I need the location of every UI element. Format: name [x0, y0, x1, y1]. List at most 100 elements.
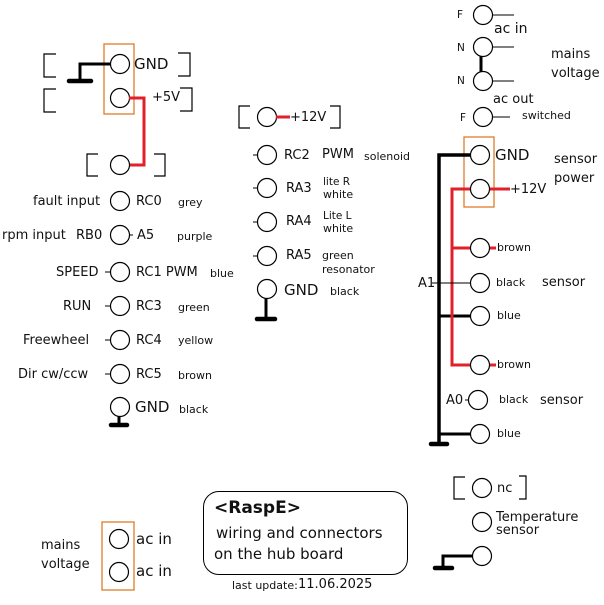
label-brown-s0: brown	[497, 358, 531, 371]
pin-label-rc1-pwm: RC1 PWM	[136, 265, 198, 280]
label-sensor-s1: sensor	[542, 275, 586, 290]
pin-label-rc2: RC2	[284, 148, 310, 163]
pin-ra4	[256, 211, 278, 233]
label-a0: A0	[446, 393, 464, 408]
pin-brown-s0	[469, 354, 491, 376]
pin-gnd-motor	[109, 396, 131, 418]
pin-rc2	[256, 144, 278, 166]
connector-box-top-left	[103, 43, 135, 115]
subtitle-line-1: wiring and connectors	[216, 524, 383, 542]
bracket	[238, 105, 250, 129]
label-switched: switched	[522, 109, 571, 122]
pin-letter-n: N	[457, 42, 465, 54]
signal-freewheel: Freewheel	[23, 333, 90, 348]
label-sensor-power-1: sensor	[554, 152, 598, 167]
pin-rc5	[109, 363, 131, 385]
label-lite-l: Lite L	[323, 210, 352, 222]
temp-gnd-wire	[441, 554, 473, 567]
label-black-s0: black	[499, 393, 529, 406]
bracket	[43, 88, 56, 113]
label-5v: +5V	[152, 90, 181, 105]
pin-label-rc0: RC0	[136, 194, 162, 209]
label-solenoid: solenoid	[364, 150, 411, 163]
pin-label-a5: A5	[137, 228, 155, 243]
title-panel: <RaspE> wiring and connectors on the hub…	[203, 491, 408, 575]
pin-ra5	[256, 245, 278, 267]
pin-n-ac-out	[472, 70, 494, 92]
label-ac-out: ac out	[493, 92, 534, 107]
pin-rc1	[109, 261, 131, 283]
label-brown-s1: brown	[497, 241, 531, 254]
signal-fault-input: fault input	[33, 194, 101, 209]
5v-wire	[129, 96, 146, 167]
label-sensor-power-2: power	[554, 171, 595, 186]
label-white-l: white	[323, 222, 354, 235]
pin-rc3	[109, 295, 131, 317]
bracket	[453, 476, 465, 500]
pin-letter-n: N	[457, 75, 465, 87]
connector-box-bottom-mains	[101, 521, 135, 591]
pin-label-rc5: RC5	[136, 367, 162, 382]
pin-label-gnd-motor: GND	[135, 398, 170, 416]
pin-blue-s1	[469, 305, 491, 327]
label-blue-s1: blue	[497, 309, 521, 322]
12v-bus	[450, 187, 471, 367]
pin-black-s1	[469, 272, 491, 294]
bracket	[180, 87, 193, 112]
pin-label-gnd-middle: GND	[284, 281, 319, 299]
label-black-middle: black	[330, 285, 360, 298]
label-temperature-sensor: sensor	[496, 523, 540, 538]
title-raspe: <RaspE>	[214, 498, 301, 518]
wire-color-yellow: yellow	[178, 334, 214, 347]
subtitle-line-2: on the hub board	[214, 545, 344, 563]
label-mains-bottom: mains	[41, 538, 81, 553]
bracket	[178, 52, 191, 77]
pin-a5	[109, 224, 131, 246]
label-white-r: white	[323, 188, 354, 201]
label-blue-s0: blue	[497, 427, 521, 440]
label-ac-in-1: ac in	[136, 530, 172, 548]
wire-color-blue: blue	[210, 267, 234, 280]
label-black-s1: black	[496, 276, 526, 289]
label-voltage-bottom: voltage	[41, 557, 90, 572]
label-mains: mains	[551, 47, 591, 62]
pin-nc	[471, 477, 493, 499]
pin-ac-in-2	[108, 561, 130, 583]
pin-rc4	[109, 329, 131, 351]
label-12v-middle: +12V	[290, 110, 327, 125]
pin-12v-middle	[256, 106, 278, 128]
bracket	[519, 475, 527, 500]
pin-12v-sensor-power	[469, 178, 491, 200]
label-ac-in-2: ac in	[136, 562, 172, 580]
pin-letter-f: F	[460, 112, 467, 124]
label-sensor-s0: sensor	[540, 393, 584, 408]
last-update-date: 11.06.2025	[298, 577, 373, 592]
pin-black-s0	[467, 389, 489, 411]
wire-color-green: green	[178, 301, 210, 314]
pin-temp-gnd	[471, 545, 493, 567]
bracket	[43, 53, 56, 78]
wire-color-black: black	[179, 403, 209, 416]
label-resonator: resonator	[322, 263, 375, 276]
pin-gnd-top-left	[109, 53, 131, 75]
label-pwm: PWM	[322, 147, 354, 162]
pin-rc0	[109, 190, 131, 212]
bracket	[86, 153, 98, 177]
pin-f-ac-in	[472, 4, 494, 26]
pin-n-ac-in	[472, 36, 494, 58]
pin-blue-s0	[469, 423, 491, 445]
signal-rpm-input: rpm input	[2, 228, 66, 243]
signal-dir: Dir cw/ccw	[18, 367, 89, 382]
pin-gnd-sensor-power	[469, 144, 491, 166]
wire-color-brown: brown	[178, 369, 212, 382]
bracket	[154, 153, 166, 177]
wire-color-purple: purple	[177, 230, 213, 243]
last-update-label: last update:	[232, 579, 298, 592]
label-ac-in-top: ac in	[494, 21, 528, 37]
label-voltage: voltage	[551, 66, 600, 81]
wire-color-grey: grey	[178, 196, 203, 209]
label-temperature: Temperature	[496, 510, 579, 525]
connector-box-sensor-power	[463, 136, 495, 208]
label-nc: nc	[497, 481, 513, 496]
pin-f-ac-out	[472, 106, 494, 128]
